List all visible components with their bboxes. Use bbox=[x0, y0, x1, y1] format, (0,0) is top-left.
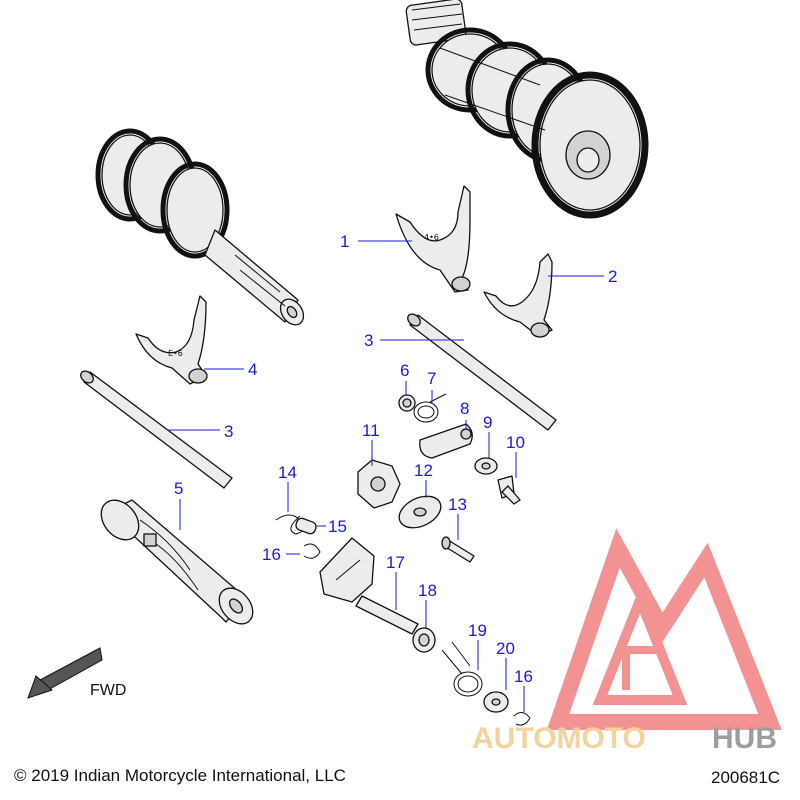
countershaft-gear-cluster bbox=[405, 0, 649, 219]
callout-16-lower: 16 bbox=[514, 667, 533, 686]
svg-text:E•6: E•6 bbox=[168, 349, 183, 358]
washer-9 bbox=[474, 457, 498, 475]
callout-9: 9 bbox=[483, 413, 492, 432]
circlip-16-upper bbox=[303, 543, 321, 559]
spring-7 bbox=[413, 393, 447, 423]
shift-fork-1: 4•6 bbox=[395, 185, 471, 293]
callout-12: 12 bbox=[414, 461, 433, 480]
bolt-13 bbox=[441, 536, 475, 563]
bushing-6 bbox=[398, 394, 416, 412]
roller-15 bbox=[295, 517, 317, 535]
washer-20 bbox=[483, 691, 509, 713]
callout-3-lower: 3 bbox=[224, 422, 233, 441]
callout-7: 7 bbox=[427, 369, 436, 388]
callout-4: 4 bbox=[248, 360, 257, 379]
svg-text:4•6: 4•6 bbox=[424, 233, 439, 242]
bushing-18 bbox=[412, 627, 436, 653]
callout-19: 19 bbox=[468, 621, 487, 640]
callout-15: 15 bbox=[328, 517, 347, 536]
callout-11: 11 bbox=[362, 421, 380, 440]
forward-direction-label: FWD bbox=[90, 682, 127, 699]
leader-lines bbox=[168, 240, 604, 712]
shift-fork-4: E•6 bbox=[135, 295, 208, 385]
plate-12 bbox=[398, 495, 442, 529]
callout-17: 17 bbox=[386, 553, 405, 572]
watermark-brand-auto: AUTOMOTO bbox=[472, 722, 646, 755]
callout-13: 13 bbox=[448, 495, 467, 514]
callout-2: 2 bbox=[608, 267, 617, 286]
shift-shaft-17 bbox=[319, 537, 419, 635]
shift-drum bbox=[100, 499, 254, 625]
callout-8: 8 bbox=[460, 399, 469, 418]
forward-arrow-icon bbox=[27, 647, 103, 699]
mainshaft-gear-cluster bbox=[95, 128, 305, 326]
return-spring-19 bbox=[441, 641, 483, 697]
callout-20: 20 bbox=[496, 639, 515, 658]
callout-3-upper: 3 bbox=[364, 331, 373, 350]
watermark-brand-hub: HUB bbox=[712, 722, 777, 755]
automotohub-logo: AUTOMOTO HUB bbox=[472, 528, 782, 755]
bolt-10 bbox=[497, 475, 521, 505]
shift-rod-upper bbox=[407, 313, 557, 431]
diagram-number: 200681C bbox=[710, 768, 780, 787]
callout-16-upper: 16 bbox=[262, 545, 281, 564]
copyright-notice: © 2019 Indian Motorcycle International, … bbox=[14, 766, 346, 785]
circlip-16-lower bbox=[513, 712, 531, 726]
callout-18: 18 bbox=[418, 581, 437, 600]
shift-rod-lower bbox=[80, 370, 233, 489]
callout-10: 10 bbox=[506, 433, 525, 452]
shift-arm-8 bbox=[419, 423, 473, 459]
callout-6: 6 bbox=[400, 361, 409, 380]
callout-5: 5 bbox=[174, 479, 183, 498]
callout-14: 14 bbox=[278, 463, 297, 482]
shift-fork-2 bbox=[483, 253, 553, 338]
shift-cam-11 bbox=[357, 459, 401, 509]
callout-numbers: 1 2 3 3 4 5 6 7 8 9 10 11 12 13 14 15 16… bbox=[174, 232, 617, 686]
callout-1: 1 bbox=[340, 232, 349, 251]
